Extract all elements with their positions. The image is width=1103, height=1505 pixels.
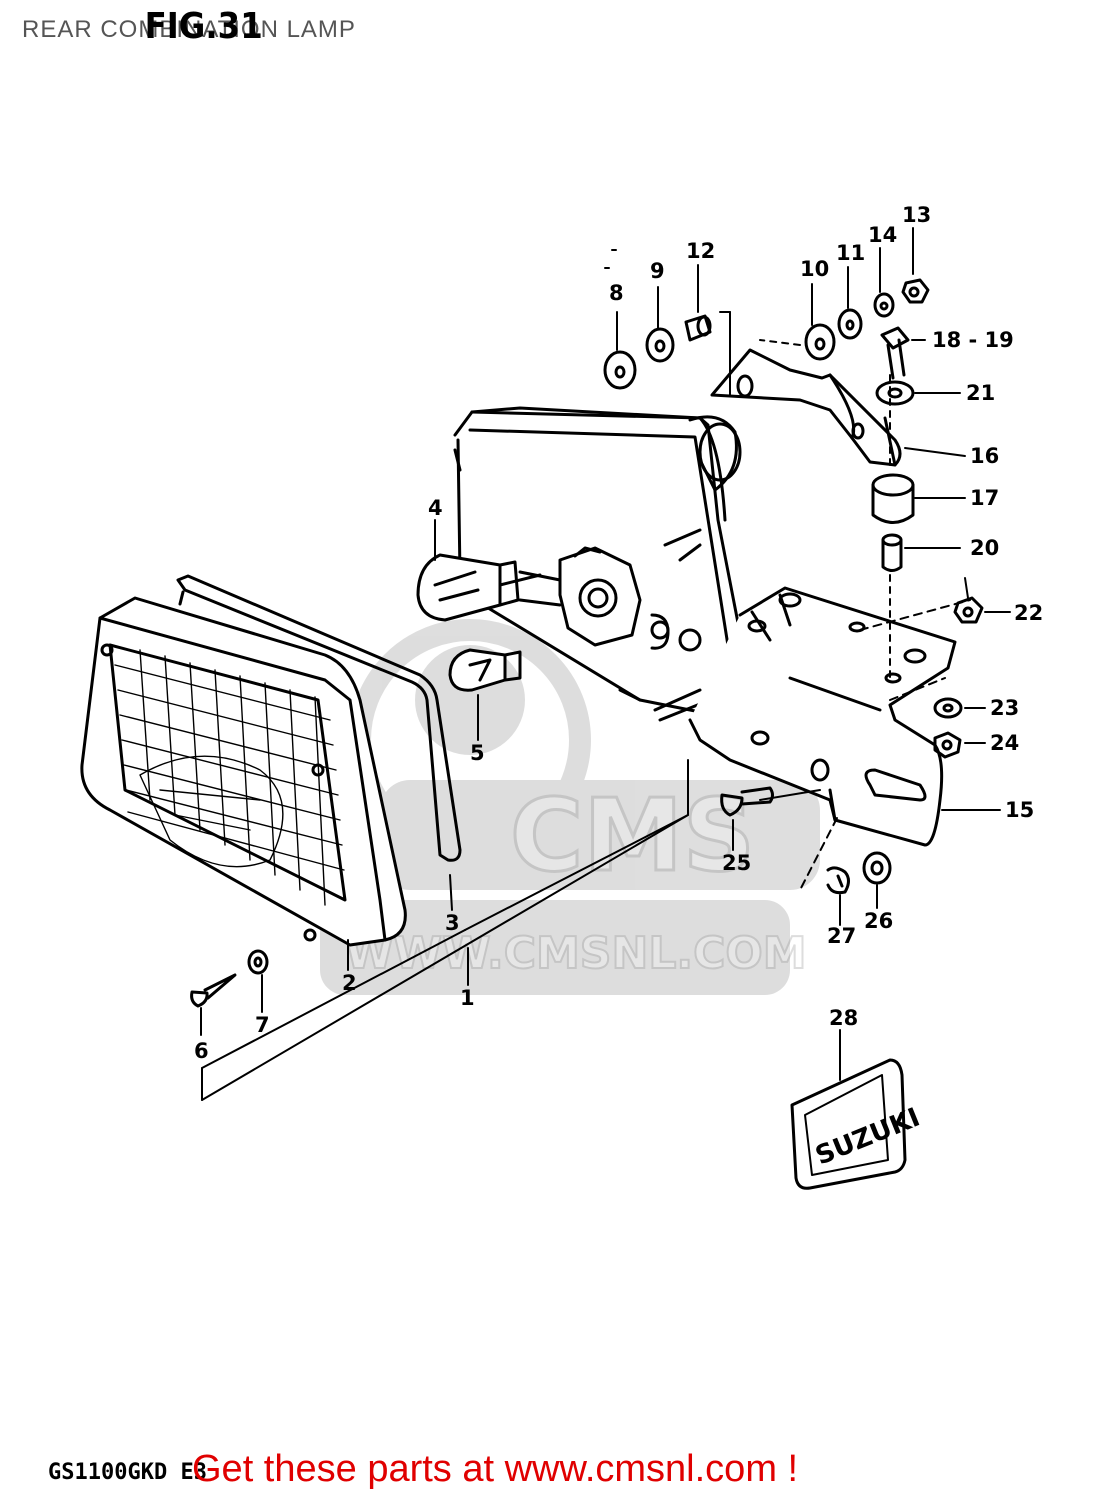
callout-28: 28 <box>829 1006 858 1030</box>
callout-7: 7 <box>255 1013 270 1037</box>
watermark-logo-text: CMS <box>510 777 755 894</box>
model-code: GS1100GKD E3 <box>48 1460 207 1485</box>
callout-10: 10 <box>800 257 829 281</box>
callout-26: 26 <box>864 909 893 933</box>
callout-20: 20 <box>970 536 999 560</box>
callout-16: 16 <box>970 444 999 468</box>
washer-14 <box>873 292 895 318</box>
leader-lines <box>200 227 1011 1101</box>
callout-13: 13 <box>902 203 931 227</box>
footer-link-text[interactable]: Get these parts at www.cmsnl.com ! <box>192 1448 799 1490</box>
callout-14: 14 <box>868 223 897 247</box>
nut-24 <box>933 731 962 759</box>
callout-1: 1 <box>460 986 475 1010</box>
callout-25: 25 <box>722 851 751 875</box>
callout-21: 21 <box>966 381 995 405</box>
screw-6 <box>190 973 237 1008</box>
screw-25 <box>720 786 774 817</box>
callout-labels: 1 2 3 4 5 6 7 8 9 10 11 12 13 14 15 16 1… <box>194 203 1043 1063</box>
callout-2: 2 <box>342 971 357 995</box>
page-title: REAR COMBINATION LAMP <box>22 16 356 43</box>
nut-13 <box>901 278 930 304</box>
watermark-url-text: WWW.CMSNL.COM <box>345 928 807 979</box>
spacer-12 <box>684 314 712 342</box>
license-bracket <box>688 586 957 847</box>
stop-tail-bulb <box>416 553 520 622</box>
gasket <box>176 574 462 862</box>
callout-15: 15 <box>1005 798 1034 822</box>
collar-20 <box>881 533 903 572</box>
bolt-18-19 <box>880 326 910 380</box>
washer-8 <box>603 350 637 390</box>
nut-26 <box>862 851 892 885</box>
callout-18-19: 18 - 19 <box>932 328 1014 352</box>
callout-3: 3 <box>445 911 460 935</box>
lens-assembly <box>80 596 407 947</box>
callout-9: 9 <box>650 259 665 283</box>
callout-17: 17 <box>970 486 999 510</box>
washer-27 <box>826 866 850 895</box>
callout-24: 24 <box>990 731 1019 755</box>
suzuki-emblem <box>790 1058 907 1190</box>
washer-10 <box>804 323 836 361</box>
grommet-17 <box>871 473 915 524</box>
nut-22 <box>953 596 984 624</box>
callout-23: 23 <box>990 696 1019 720</box>
callout-11: 11 <box>836 241 865 265</box>
callout-5: 5 <box>470 741 485 765</box>
mounting-bracket <box>710 348 902 467</box>
washer-23 <box>933 697 963 719</box>
washer-7 <box>247 949 269 975</box>
bulb-socket <box>498 546 642 647</box>
callout-6: 6 <box>194 1039 209 1063</box>
washer-21 <box>875 380 915 406</box>
callout-22: 22 <box>1014 601 1043 625</box>
callout-8: 8 <box>609 281 624 305</box>
license-bulb <box>448 648 522 692</box>
callout-4: 4 <box>428 496 443 520</box>
washer-9 <box>645 327 675 363</box>
washer-11 <box>837 308 863 340</box>
figure-number: FIG.31 <box>144 6 263 47</box>
callout-12: 12 <box>686 239 715 263</box>
callout-27: 27 <box>827 924 856 948</box>
